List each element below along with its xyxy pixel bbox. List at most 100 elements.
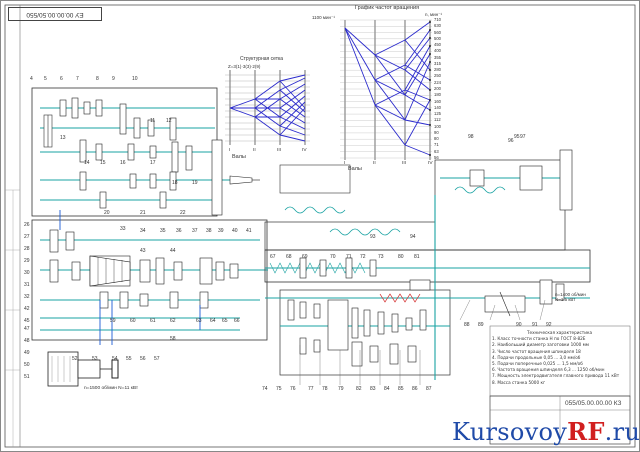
gear-number-label: 78: [322, 386, 328, 392]
gear-number-label: 69: [302, 254, 308, 260]
gear-number-label: 4: [30, 76, 33, 82]
tech-note-line: 8. Масса станка 5000 кг: [492, 379, 546, 385]
gear-number-label: 87: [426, 386, 432, 392]
speed-tick-label: 500: [434, 35, 441, 41]
gear-number-label: 51: [24, 374, 30, 380]
struct-shaft-numeral: I: [229, 148, 231, 153]
gear-number-label: 45: [24, 318, 30, 324]
tech-note-line: 7. Мощность электродвигателя главного пр…: [492, 373, 620, 379]
speed-tick-label: 125: [434, 111, 441, 117]
gear-number-label: 97: [520, 134, 526, 140]
gear-number-label: 90: [516, 322, 522, 328]
speed-shaft-numeral: I: [344, 161, 346, 166]
gear-number-label: 48: [24, 338, 30, 344]
gear-number-label: 27: [24, 234, 30, 240]
gear-number-label: 32: [24, 294, 30, 300]
gear-number-label: 47: [24, 326, 30, 332]
speed-tick-label: 450: [434, 42, 441, 48]
gear-number-label: 73: [378, 254, 384, 260]
gear-number-label: 14: [84, 160, 90, 166]
tech-note-line: 1. Класс точности станка Н по ГОСТ 8-82Е: [492, 336, 586, 342]
gear-number-label: 76: [290, 386, 296, 392]
gear-number-label: 89: [478, 322, 484, 328]
gear-number-label: 64: [210, 318, 216, 324]
gear-number-label: 44: [170, 248, 176, 254]
speed-tick-label: 710: [434, 17, 441, 22]
tech-note-line: 5. Подачи поперечные 0,025 ... 1,5 мм/об: [492, 361, 583, 367]
gear-number-label: 83: [370, 386, 376, 392]
gear-number-label: 65: [222, 318, 228, 324]
gear-number-label: 82: [356, 386, 362, 392]
speed-tick-label: 63: [434, 148, 439, 154]
gear-number-label: 62: [170, 318, 176, 324]
watermark-main: Kursovoy: [452, 418, 568, 446]
gear-number-label: 34: [140, 228, 146, 234]
speed-shaft-numeral: IV: [428, 161, 433, 166]
gear-number-label: 81: [414, 254, 420, 260]
gear-number-label: 94: [410, 234, 416, 240]
gear-number-label: 16: [120, 160, 126, 166]
gear-number-label: 67: [270, 254, 276, 260]
main-motor-label: n=1500 об/мин N=11 кВт: [84, 386, 139, 391]
gear-number-label: 33: [120, 226, 126, 232]
gear-number-label: 6: [60, 76, 63, 82]
gear-number-label: 41: [246, 228, 252, 234]
speed-shaft-numeral: II: [373, 161, 376, 166]
gear-number-label: 74: [262, 386, 268, 392]
gear-number-label: 8: [96, 76, 99, 82]
gear-number-label: 88: [464, 322, 470, 328]
speed-tick-label: 250: [434, 73, 441, 79]
gear-number-label: 68: [286, 254, 292, 260]
feed-motor-label: n=1400 об/мин N=1.5 кВт: [555, 292, 586, 302]
gear-number-label: 57: [154, 356, 160, 362]
structural-grid-graph: [225, 70, 310, 145]
gear-number-label: 21: [140, 210, 146, 216]
speed-tick-label: 56: [434, 155, 439, 160]
gear-number-label: 93: [370, 234, 376, 240]
tech-notes-title: Техническая характеристика: [526, 330, 593, 335]
technical-characteristics: Техническая характеристика 1. Класс точн…: [492, 330, 627, 386]
struct-shafts-label: Валы: [232, 154, 246, 160]
gear-number-label: 71: [346, 254, 352, 260]
speed-tick-label: 90: [434, 129, 439, 135]
gear-number-label: 98: [468, 134, 474, 140]
gear-number-label: 61: [150, 318, 156, 324]
gear-number-label: 70: [330, 254, 336, 260]
speed-graph: [340, 19, 432, 160]
gear-number-label: 35: [160, 228, 166, 234]
gear-number-label: 49: [24, 350, 30, 356]
gear-number-label: 50: [24, 362, 30, 368]
gear-number-label: 31: [24, 282, 30, 288]
gear-number-label: 54: [112, 356, 118, 362]
gear-number-label: 22: [180, 210, 186, 216]
title-block-code: 055/05.00.00.00 КЗ: [565, 400, 622, 407]
speed-graph-axis-label: n, мин⁻¹: [425, 12, 442, 17]
speed-tick-label: 315: [434, 60, 441, 66]
speed-tick-label: 400: [434, 48, 441, 54]
apron-carriage-scheme: [264, 149, 591, 380]
speed-tick-label: 100: [434, 123, 441, 129]
struct-shaft-numeral: II: [253, 148, 256, 153]
speed-tick-label: 112: [434, 117, 441, 123]
gear-number-label: 5: [44, 76, 47, 82]
speed-shafts-label: Валы: [348, 166, 362, 172]
speed-tick-label: 140: [434, 104, 441, 110]
watermark-rf: RF: [567, 417, 605, 446]
gear-number-label: 53: [92, 356, 98, 362]
gear-number-label: 60: [130, 318, 136, 324]
gear-number-label: 38: [206, 228, 212, 234]
speed-graph-title: График частот вращения: [355, 5, 420, 11]
gear-number-label: 39: [218, 228, 224, 234]
gear-number-label: 10: [132, 76, 138, 82]
gear-number-label: 52: [72, 356, 78, 362]
gear-number-label: 58: [170, 336, 176, 342]
gear-number-label: 17: [150, 160, 156, 166]
watermark-suffix: .ru: [604, 418, 640, 446]
gear-number-label: 28: [24, 246, 30, 252]
gear-number-label: 15: [100, 160, 106, 166]
gear-number-label: 30: [24, 270, 30, 276]
speed-tick-label: 71: [434, 142, 439, 148]
speed-tick-label: 224: [434, 79, 441, 85]
drawing-code-stamp: ЕУ 00.00.00.50/550: [8, 7, 102, 21]
gear-number-label: 59: [110, 318, 116, 324]
